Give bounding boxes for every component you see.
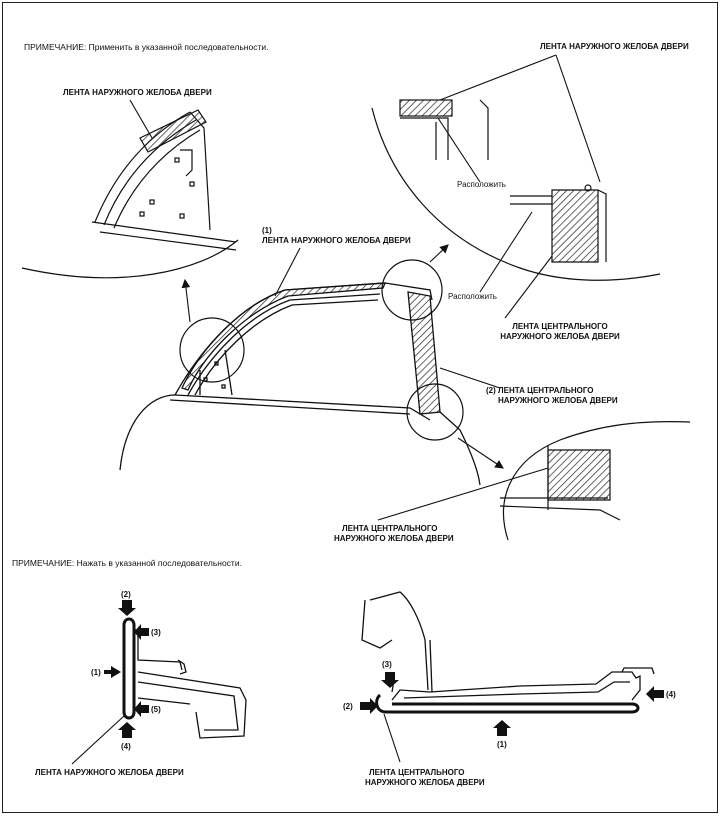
bottom-note: ПРИМЕЧАНИЕ: Нажать в указанной последова… [12, 558, 242, 568]
callout-2: (2) ЛЕНТА ЦЕНТРАЛЬНОГО НАРУЖНОГО ЖЕЛОБА … [486, 386, 618, 406]
profile-left-arrows [104, 600, 149, 738]
profile-right-arrows [360, 672, 664, 736]
position-label-2: Расположить [448, 292, 497, 301]
left-step-2: (2) [121, 590, 131, 599]
callout-2-line-2: НАРУЖНОГО ЖЕЛОБА ДВЕРИ [498, 396, 618, 405]
left-profile-label: ЛЕНТА НАРУЖНОГО ЖЕЛОБА ДВЕРИ [35, 768, 184, 777]
detail-upper-left [21, 109, 239, 279]
callout-2-line-1: ЛЕНТА ЦЕНТРАЛЬНОГО [498, 386, 594, 395]
right-step-1: (1) [497, 740, 507, 749]
profile-right [361, 591, 655, 714]
right-profile-label: ЛЕНТА ЦЕНТРАЛЬНОГО НАРУЖНОГО ЖЕЛОБА ДВЕР… [365, 768, 485, 787]
callout-2-number: (2) [486, 386, 496, 395]
left-step-5: (5) [151, 705, 161, 714]
left-step-3: (3) [151, 628, 161, 637]
callout-1: (1) ЛЕНТА НАРУЖНОГО ЖЕЛОБА ДВЕРИ [262, 226, 411, 246]
connector-arrows [129, 54, 601, 521]
top-note: ПРИМЕЧАНИЕ: Применить в указанной послед… [24, 42, 269, 52]
callout-1-number: (1) [262, 226, 272, 235]
profile-leader-lines [71, 713, 401, 765]
left-step-4: (4) [121, 742, 131, 751]
left-step-1: (1) [91, 668, 101, 677]
detail-left-label: ЛЕНТА НАРУЖНОГО ЖЕЛОБА ДВЕРИ [63, 88, 212, 97]
detail-lower-right [499, 420, 691, 541]
magnifier-circles [179, 259, 464, 441]
center-tape-bottom-label: ЛЕНТА ЦЕНТРАЛЬНОГО НАРУЖНОГО ЖЕЛОБА ДВЕР… [334, 524, 454, 543]
center-tape-right-label: ЛЕНТА ЦЕНТРАЛЬНОГО НАРУЖНОГО ЖЕЛОБА ДВЕР… [500, 322, 620, 341]
detail-right-label: ЛЕНТА НАРУЖНОГО ЖЕЛОБА ДВЕРИ [540, 42, 689, 51]
position-label-1: Расположить [457, 180, 506, 189]
right-step-4: (4) [666, 690, 676, 699]
detail-upper-right [371, 99, 661, 281]
profile-left [122, 617, 247, 739]
callout-1-label: ЛЕНТА НАРУЖНОГО ЖЕЛОБА ДВЕРИ [262, 236, 411, 245]
door-main-view [119, 282, 481, 486]
right-step-3: (3) [382, 660, 392, 669]
right-step-2: (2) [343, 702, 353, 711]
